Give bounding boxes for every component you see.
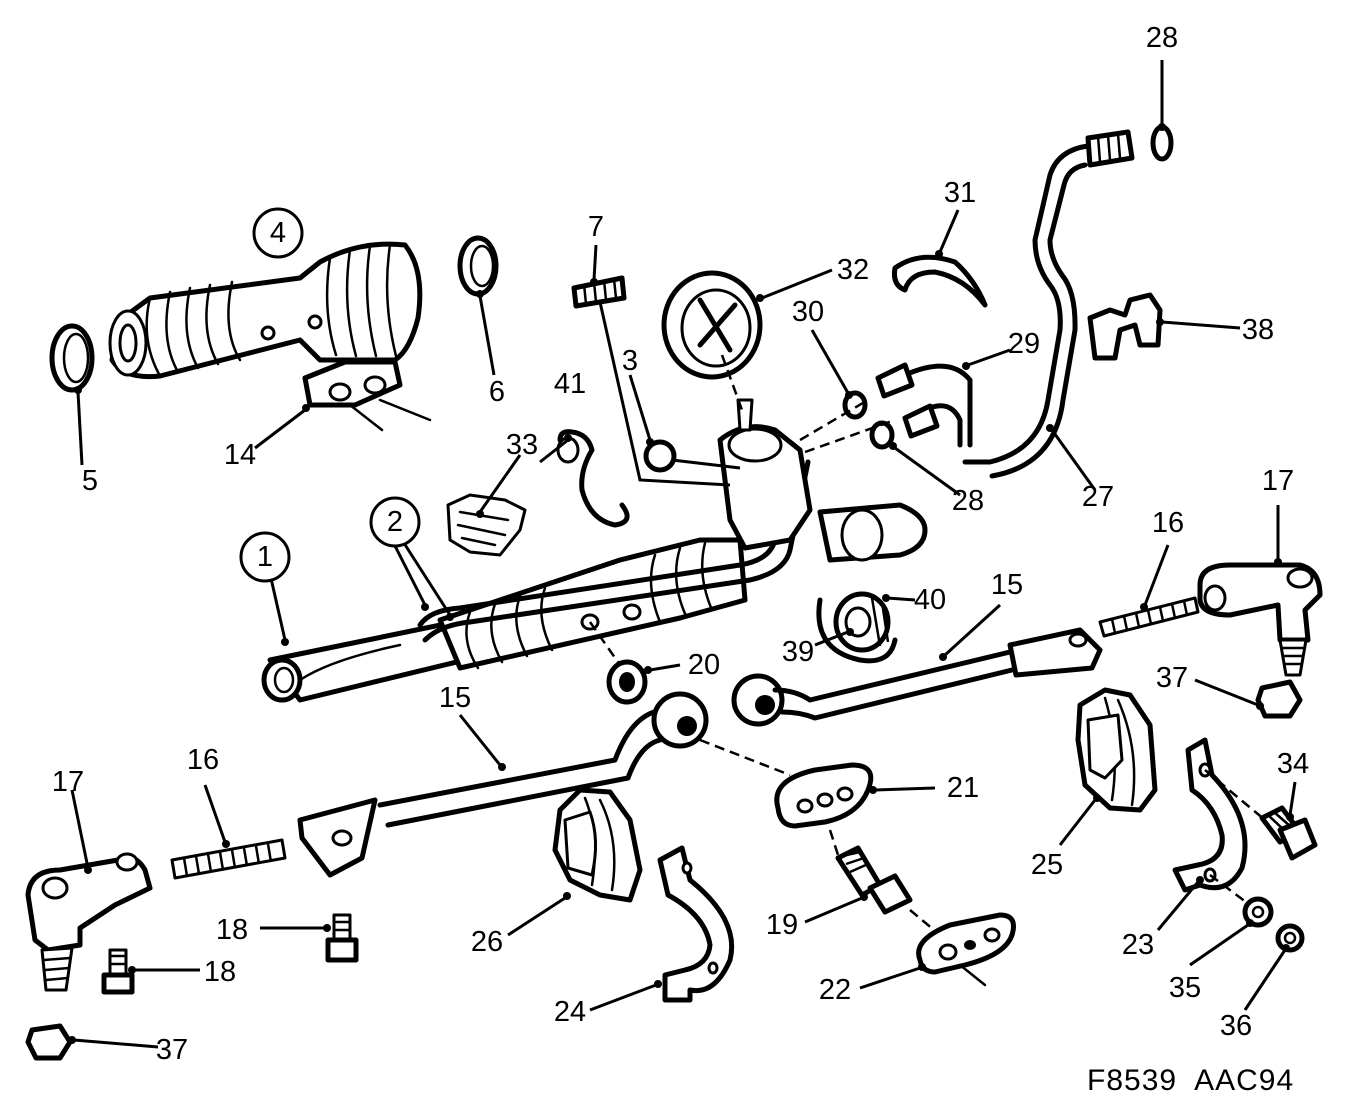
- callout-28-lower: 28: [952, 485, 984, 517]
- tie-rod-left-part-15: [297, 691, 791, 878]
- pinion-seal-part-32: [661, 270, 763, 411]
- bolt-part-18-right: [325, 913, 359, 963]
- callout-27: 27: [1082, 481, 1114, 513]
- drawing-code: F8539 AAC94: [1087, 1064, 1294, 1097]
- callout-ring-4: [252, 207, 304, 259]
- tie-rod-right-part-15: [731, 627, 1103, 727]
- spring-clip-part-33: [446, 493, 527, 557]
- callout-28-upper: 28: [1146, 22, 1178, 54]
- bolt-part-34: [1259, 805, 1318, 861]
- bushing-part-20: [588, 621, 648, 705]
- callout-17-right: 17: [1262, 465, 1294, 497]
- pinion-nut-part-40: [833, 591, 891, 653]
- u-clamp-part-23: [1172, 737, 1266, 906]
- callout-18-left: 18: [204, 956, 236, 988]
- tie-rod-end-left-part-17: [25, 852, 153, 992]
- callout-2: 2: [387, 506, 403, 538]
- bolt-part-18-left: [101, 948, 135, 995]
- callout-1: 1: [257, 541, 273, 573]
- callout-41: 41: [554, 368, 586, 400]
- double-clip-part-38: [1087, 292, 1163, 361]
- callout-26: 26: [471, 926, 503, 958]
- callout-22: 22: [819, 974, 851, 1006]
- ball-part-3: [643, 439, 741, 473]
- rack-boot-part-4: [108, 241, 423, 380]
- callout-32: 32: [837, 254, 869, 286]
- o-ring-part-28-lower: [869, 420, 895, 450]
- callout-6: 6: [489, 376, 505, 408]
- callout-15-lower: 15: [439, 682, 471, 714]
- callout-4: 4: [270, 217, 286, 249]
- callout-40: 40: [914, 584, 946, 616]
- callout-ring-1: [239, 531, 291, 583]
- callout-31: 31: [944, 177, 976, 209]
- tie-rod-end-right-part-17: [1197, 562, 1323, 677]
- boot-clamp-part-6: [457, 235, 499, 297]
- threaded-rod-left-part-16: [170, 838, 287, 880]
- callout-14: 14: [224, 439, 256, 471]
- callout-ring-2: [369, 496, 421, 548]
- callout-37-right: 37: [1156, 662, 1188, 694]
- o-ring-part-28-upper: [1150, 124, 1174, 162]
- washer-part-35: [1242, 896, 1274, 928]
- nut-right-part-37: [1255, 679, 1303, 719]
- threaded-rod-right-part-16: [1098, 596, 1200, 638]
- clip-part-31: [892, 254, 988, 308]
- pinion-part-7: [571, 275, 731, 487]
- mounting-block-part-14: [302, 359, 432, 432]
- rubber-mount-part-26: [552, 787, 643, 903]
- callout-33: 33: [506, 429, 538, 461]
- callout-37-left: 37: [156, 1034, 188, 1066]
- callout-19: 19: [766, 909, 798, 941]
- valve-housing: [717, 398, 813, 551]
- callout-labels: 1 2 4 3 7 5 6 14 41 33 32 31 30 29 28 27…: [52, 22, 1309, 1066]
- spring-ring-part-39: [816, 597, 898, 664]
- pipes-part-29: [799, 362, 973, 454]
- callout-30: 30: [792, 296, 824, 328]
- callout-25: 25: [1031, 849, 1063, 881]
- callout-39: 39: [782, 636, 814, 668]
- callout-16-left: 16: [187, 744, 219, 776]
- nut-left-part-37: [25, 1023, 73, 1061]
- plate-part-22: [916, 912, 1016, 987]
- callout-24: 24: [554, 996, 586, 1028]
- callout-20: 20: [688, 649, 720, 681]
- callout-18-right: 18: [216, 914, 248, 946]
- callout-34: 34: [1277, 748, 1309, 780]
- rubber-mount-part-25: [1075, 687, 1158, 813]
- long-pipe-part-27: [962, 129, 1135, 479]
- nut-part-36: [1275, 923, 1305, 953]
- callout-17-left: 17: [52, 766, 84, 798]
- callout-21: 21: [947, 772, 979, 804]
- callout-38: 38: [1242, 314, 1274, 346]
- callout-15-upper: 15: [991, 569, 1023, 601]
- bushing-plate-part-21: [774, 762, 874, 829]
- callout-36: 36: [1220, 1010, 1252, 1042]
- callout-23: 23: [1122, 929, 1154, 961]
- bolt-part-19: [828, 829, 941, 936]
- callout-3: 3: [622, 345, 638, 377]
- retaining-spring-part-41: [556, 429, 630, 528]
- u-clamp-part-24: [657, 845, 735, 1003]
- boot-clamp-part-5: [49, 323, 95, 393]
- callout-29: 29: [1008, 328, 1040, 360]
- callout-5: 5: [82, 465, 98, 497]
- fluid-pipes-part-2: [298, 457, 811, 682]
- callout-35: 35: [1169, 972, 1201, 1004]
- leader-lines: [68, 60, 1297, 1049]
- callout-16-right: 16: [1152, 507, 1184, 539]
- callout-7: 7: [588, 211, 604, 243]
